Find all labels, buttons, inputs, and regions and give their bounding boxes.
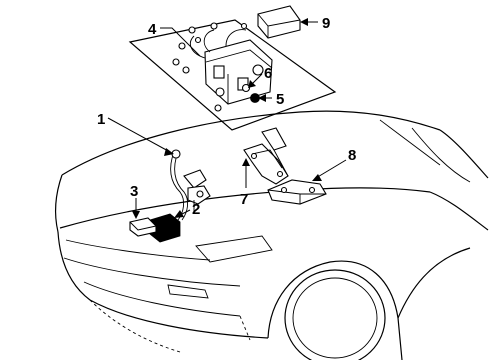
callout-5: 5 — [276, 91, 284, 108]
callout-1: 1 — [97, 111, 105, 128]
actuator-bracket — [243, 127, 289, 185]
callout-labels: 4 9 6 5 1 3 2 7 8 — [97, 15, 356, 218]
vehicle-outline — [55, 110, 489, 360]
lower-bracket — [267, 179, 327, 205]
control-module — [149, 213, 181, 243]
callout-4: 4 — [148, 21, 157, 38]
module-bracket — [129, 217, 157, 237]
callout-9: 9 — [322, 15, 330, 32]
callout-3: 3 — [130, 183, 138, 200]
leader-lines — [107, 18, 347, 219]
callout-6: 6 — [264, 65, 272, 82]
relay-cover — [257, 5, 301, 39]
callout-7: 7 — [240, 191, 248, 208]
speed-sensor — [170, 149, 211, 221]
callout-2: 2 — [192, 201, 200, 218]
actuator-panel — [128, 19, 337, 131]
callout-8: 8 — [348, 147, 356, 164]
